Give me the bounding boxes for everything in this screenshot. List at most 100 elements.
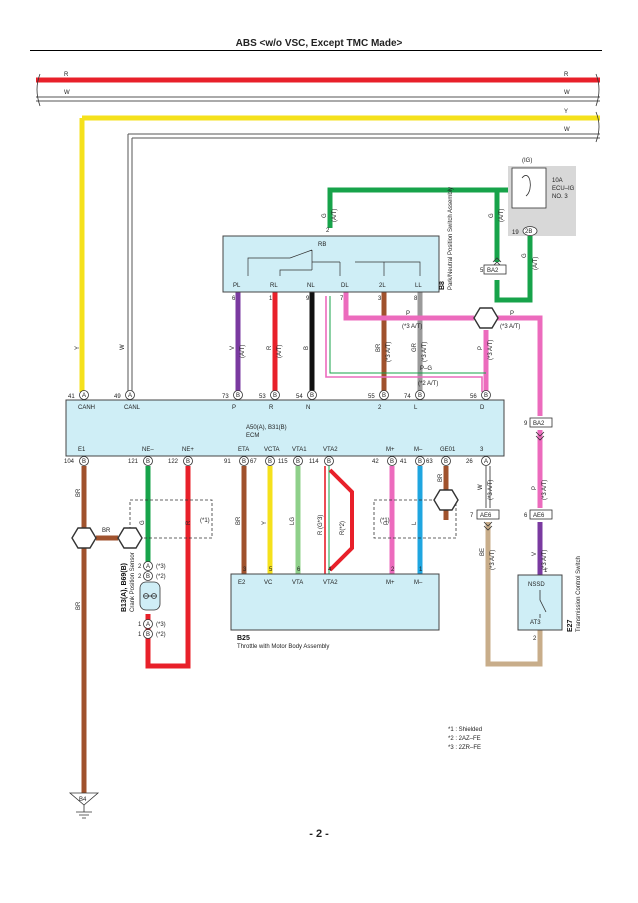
svg-text:Crank Position Sensor: Crank Position Sensor bbox=[130, 552, 136, 612]
ecm-pin-number: 114 bbox=[309, 459, 319, 465]
svg-text:7: 7 bbox=[470, 513, 474, 519]
svg-text:2B: 2B bbox=[525, 229, 532, 235]
svg-text:Y: Y bbox=[262, 521, 268, 525]
svg-text:Throttle with Motor Body Assem: Throttle with Motor Body Assembly bbox=[237, 644, 329, 650]
svg-text:W: W bbox=[120, 344, 126, 350]
ecm-terminal-7: D bbox=[480, 405, 485, 411]
ecm-pin-connector: B bbox=[387, 456, 397, 466]
svg-text:BA2: BA2 bbox=[533, 421, 545, 427]
svg-text:ECU–IG: ECU–IG bbox=[552, 186, 575, 192]
svg-text:B: B bbox=[146, 632, 150, 638]
bus-break-left bbox=[36, 73, 41, 107]
ecm-pin-connector: B bbox=[233, 390, 243, 400]
crank-pin-connector: A bbox=[143, 619, 153, 629]
crank-pin-connector: A bbox=[143, 561, 153, 571]
svg-text:(*1): (*1) bbox=[380, 518, 390, 524]
pnp-terminal-label: DL bbox=[341, 283, 349, 289]
svg-text:R (G*3): R (G*3) bbox=[318, 515, 324, 535]
svg-text:(A/T): (A/T) bbox=[533, 257, 539, 270]
ecm-pin-connector: A bbox=[481, 456, 491, 466]
ecm-pin-connector: B bbox=[143, 456, 153, 466]
pnp-pin-number: 9 bbox=[306, 296, 310, 302]
pnp-terminal-label: PL bbox=[233, 283, 241, 289]
pnp-box bbox=[222, 235, 440, 293]
ecm-terminal-2: P bbox=[232, 405, 236, 411]
svg-text:P–G: P–G bbox=[420, 366, 432, 372]
power-bus: R R W W Y W bbox=[36, 72, 600, 143]
pnp-terminal-label: NL bbox=[307, 283, 315, 289]
svg-text:E27: E27 bbox=[567, 619, 574, 632]
tcs-box bbox=[517, 574, 563, 631]
pnp-pin-number: 6 bbox=[232, 296, 236, 302]
ecm-pin-connector: B bbox=[415, 390, 425, 400]
notes: *1 : Shielded *2 : 2AZ–FE *3 : 2ZR–FE bbox=[448, 727, 482, 751]
svg-text:G: G bbox=[489, 213, 495, 218]
ecm-pin-connector: B bbox=[183, 456, 193, 466]
svg-text:10A: 10A bbox=[552, 178, 563, 184]
svg-text:2: 2 bbox=[533, 636, 537, 642]
svg-text:B: B bbox=[484, 393, 488, 399]
svg-text:A: A bbox=[146, 622, 150, 628]
pnp-pin-number: 3 bbox=[378, 296, 382, 302]
svg-text:19: 19 bbox=[512, 230, 519, 236]
ecm-pin-number: 41 bbox=[68, 394, 75, 400]
throttle-box bbox=[230, 573, 440, 631]
crank-pin-note: (*3) bbox=[156, 622, 166, 628]
svg-text:B13(A), B69(B): B13(A), B69(B) bbox=[121, 563, 128, 612]
ecm-pin-number: 55 bbox=[368, 394, 375, 400]
splices bbox=[71, 307, 499, 549]
ecm-terminal-bottom-2: NE+ bbox=[182, 447, 194, 453]
ecm-terminal-3: R bbox=[269, 405, 274, 411]
crank-pin-note: (*3) bbox=[156, 564, 166, 570]
bus-label-r-right: R bbox=[564, 72, 569, 78]
svg-text:AE6: AE6 bbox=[533, 513, 545, 519]
ecm-terminal-bottom-9: GE01 bbox=[440, 447, 456, 453]
throttle-terminal-4: M+ bbox=[386, 580, 395, 586]
svg-text:(A/T): (A/T) bbox=[332, 209, 338, 222]
svg-text:(*3 A/T): (*3 A/T) bbox=[542, 550, 548, 570]
ecm-pin-number: 41 bbox=[400, 459, 407, 465]
svg-text:AE6: AE6 bbox=[480, 513, 492, 519]
bus-break-right bbox=[595, 73, 600, 107]
svg-text:B: B bbox=[146, 459, 150, 465]
ecm-pin-connector: B bbox=[239, 456, 249, 466]
svg-text:A: A bbox=[484, 459, 488, 465]
ecm-pin-number: 63 bbox=[426, 459, 433, 465]
svg-text:(A/T): (A/T) bbox=[277, 345, 283, 358]
transmission-control-switch: 1 2 NSSD AT3 E27 Transmission Control Sw… bbox=[517, 556, 582, 642]
svg-text:B: B bbox=[186, 459, 190, 465]
ecm-pin-connector: B bbox=[441, 456, 451, 466]
svg-text:(*3 A/T): (*3 A/T) bbox=[402, 324, 422, 330]
wire-pink-dl bbox=[343, 292, 474, 321]
crank-pin-number: 1 bbox=[138, 622, 142, 628]
svg-text:B: B bbox=[382, 393, 386, 399]
svg-text:B: B bbox=[327, 459, 331, 465]
ecm-pin-number: 121 bbox=[128, 459, 139, 465]
throttle-terminal-3: VTA2 bbox=[323, 580, 338, 586]
ecm-pin-connector: A bbox=[125, 390, 135, 400]
ecm-pin-number: 26 bbox=[466, 459, 473, 465]
ig-fuse-block: (IG) 10A ECU–IG NO. 3 19 2B bbox=[508, 158, 576, 236]
throttle-pin-number: 2 bbox=[391, 567, 395, 573]
svg-text:B: B bbox=[268, 459, 272, 465]
inline-connectors: 5 BA2 9 BA2 7 AE6 6 AE6 bbox=[470, 257, 553, 531]
svg-text:B: B bbox=[296, 459, 300, 465]
pnp-terminal-label: 2L bbox=[379, 283, 386, 289]
wire-runs bbox=[79, 118, 543, 793]
title-rule bbox=[30, 50, 602, 51]
svg-text:(*1): (*1) bbox=[200, 518, 210, 524]
svg-text:B25: B25 bbox=[237, 635, 250, 642]
ecm-name: ECM bbox=[246, 433, 259, 439]
bus-label-w-right: W bbox=[564, 90, 570, 96]
svg-text:B8: B8 bbox=[439, 281, 446, 290]
svg-text:B: B bbox=[390, 459, 394, 465]
svg-text:Y: Y bbox=[75, 346, 81, 350]
svg-text:B: B bbox=[418, 459, 422, 465]
svg-text:P: P bbox=[384, 521, 390, 525]
ecm-terminal-bottom-8: M– bbox=[414, 447, 423, 453]
svg-text:B: B bbox=[444, 459, 448, 465]
svg-text:2: 2 bbox=[326, 228, 330, 234]
ecm-terminal-6: L bbox=[414, 405, 418, 411]
svg-text:1: 1 bbox=[544, 568, 548, 574]
svg-text:BE: BE bbox=[480, 548, 486, 556]
